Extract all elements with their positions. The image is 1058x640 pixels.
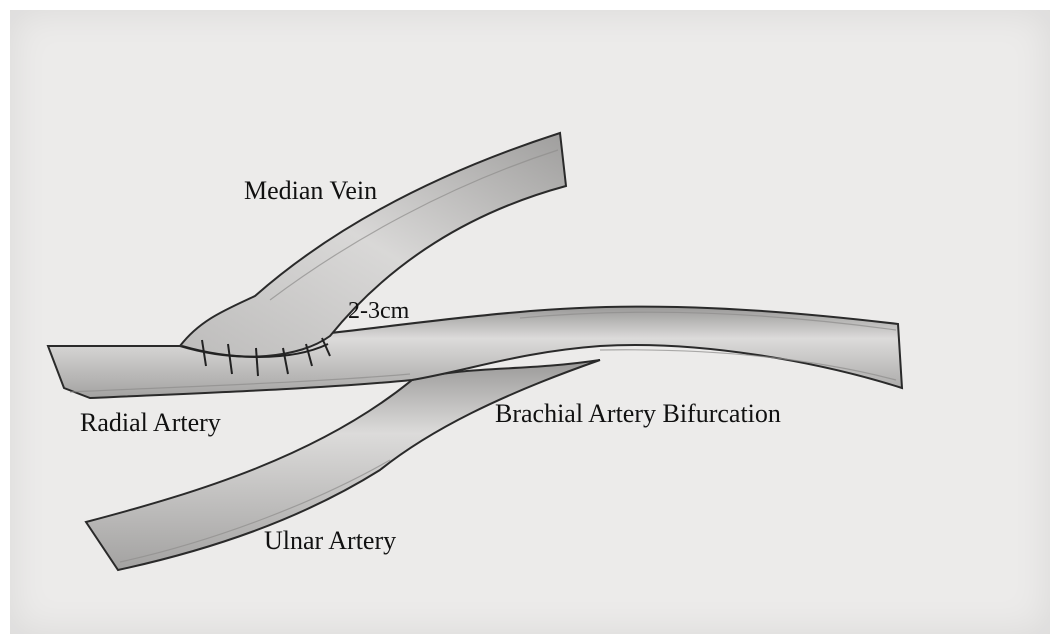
radial-artery-label: Radial Artery <box>80 410 221 436</box>
brachial-artery-label: Brachial Artery Bifurcation <box>495 401 781 427</box>
distance-label: 2-3cm <box>348 299 409 323</box>
median-vein-label: Median Vein <box>244 178 377 204</box>
ulnar-artery-label: Ulnar Artery <box>264 528 396 554</box>
